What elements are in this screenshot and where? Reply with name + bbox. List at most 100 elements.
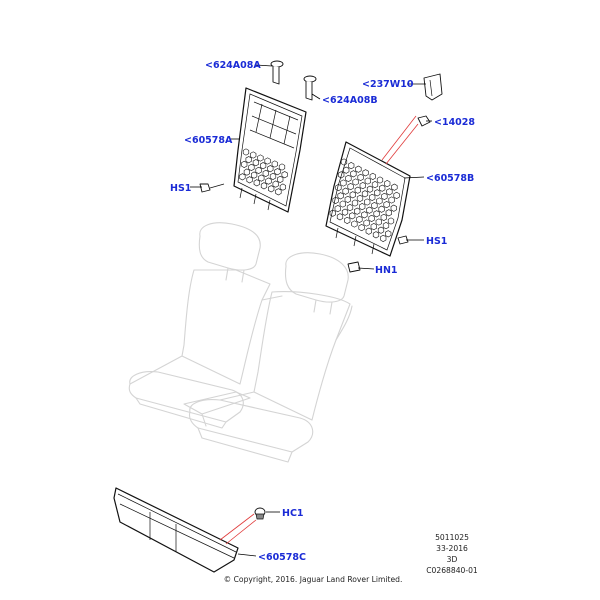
panel-hex-cell [342, 187, 349, 195]
callout-237w10[interactable]: <237W10 [362, 79, 414, 90]
callout-60578a[interactable]: <60578A [184, 135, 233, 146]
panel-hex-cell [335, 184, 342, 192]
panel-hex-cell [260, 182, 268, 190]
panel-hex-cell [346, 204, 354, 212]
seat-ghost-outline [128, 222, 353, 463]
panel-hex-cell [381, 192, 388, 200]
panel-hex-cell [348, 162, 355, 170]
clip-14028[interactable] [417, 115, 431, 127]
info-line-2: 33-2016 [436, 544, 468, 553]
panel-hex-cell [359, 203, 366, 211]
callout-60578b[interactable]: <60578B [426, 173, 474, 184]
back-panel-left[interactable] [233, 87, 307, 213]
panel-hex-cell [271, 160, 278, 168]
panel-hex-cell [390, 204, 397, 212]
callout-14028[interactable]: <14028 [434, 117, 475, 128]
panel-hex-cell [362, 169, 369, 177]
panel-hex-cell [343, 166, 350, 174]
panel-hex-cell [356, 215, 363, 223]
panel-hex-cell [332, 196, 339, 204]
panel-hex-cell [251, 171, 258, 179]
panel-hex-cell [338, 171, 345, 179]
panel-hex-cell [241, 160, 248, 168]
callout-hs1-left[interactable]: HS1 [170, 183, 191, 194]
panel-hex-cell [370, 223, 377, 231]
panel-hex-cell [258, 174, 265, 182]
panel-hex-cell [361, 190, 369, 198]
callout-624a08a[interactable]: <624A08A [205, 60, 261, 71]
panel-hex-cell [265, 177, 272, 185]
panel-hex-cell [391, 183, 398, 191]
panel-hex-cell [239, 173, 246, 181]
panel-hex-cell [364, 177, 371, 185]
bracket-237w10[interactable] [423, 73, 443, 101]
panel-hex-cell [260, 162, 267, 170]
panel-hex-cell [351, 220, 358, 228]
panel-hex-cell [277, 175, 284, 183]
panel-hex-cell [372, 231, 380, 239]
panel-hex-cell [350, 170, 357, 178]
panel-hex-cell [385, 209, 392, 217]
bolt-624a08b[interactable] [303, 75, 317, 101]
panel-hex-cell [349, 212, 356, 220]
panel-hex-cell [382, 222, 390, 230]
panel-hex-cell [375, 218, 382, 226]
panel-hex-cell [272, 180, 279, 188]
panel-hex-cell [339, 200, 346, 208]
panel-hex-cell [376, 197, 383, 205]
panel-hex-cell [357, 173, 364, 181]
panel-hex-cell [373, 210, 380, 218]
panel-hex-cell [245, 156, 252, 164]
copyright-text: © Copyright, 2016. Jaguar Land Rover Lim… [224, 575, 403, 584]
panel-hex-cell [354, 207, 361, 215]
panel-hex-cell [393, 191, 400, 199]
panel-hex-cell [340, 179, 347, 187]
panel-hex-cell [361, 211, 368, 219]
callout-60578c[interactable]: <60578C [258, 552, 306, 563]
info-line-3: 3D [447, 555, 458, 564]
bottom-panel[interactable] [113, 487, 239, 573]
callout-hn1[interactable]: HN1 [375, 265, 398, 276]
panel-hex-cell [377, 226, 385, 234]
callout-624a08b[interactable]: <624A08B [322, 95, 378, 106]
panel-hex-cell [252, 159, 259, 167]
panel-hex-cell [329, 209, 336, 217]
back-panel-right[interactable] [325, 141, 411, 257]
info-block: 5011025 33-2016 3D C0268840-01 [426, 533, 478, 575]
screw-hs1-left[interactable] [199, 183, 225, 193]
panel-hex-cell [340, 158, 348, 166]
clip-hc1[interactable] [254, 507, 266, 520]
panel-hex-cell [253, 179, 260, 187]
callout-hs1-right[interactable]: HS1 [426, 236, 447, 247]
panel-hex-cell [334, 205, 341, 213]
panel-hex-cell [344, 195, 351, 203]
panel-hex-cell [358, 224, 365, 232]
panel-hex-cell [384, 180, 391, 188]
info-line-4: C0268840-01 [426, 566, 478, 575]
panel-hex-cell [383, 201, 390, 209]
panel-hex-cell [387, 217, 395, 225]
leader-lines [190, 64, 432, 557]
callouts: <624A08A <624A08B <237W10 <14028 <60578A… [170, 60, 475, 563]
panel-hex-cell [376, 176, 384, 184]
callout-hc1[interactable]: HC1 [282, 508, 304, 519]
panel-hex-cell [268, 185, 275, 193]
panel-hex-cell [368, 214, 375, 222]
nut-hn1[interactable] [347, 261, 361, 273]
panel-hex-cell [246, 176, 253, 184]
panel-hex-cell [279, 183, 286, 191]
panel-hex-cell [374, 189, 381, 197]
panel-hex-cell [359, 182, 366, 190]
panel-hex-cell [388, 196, 395, 204]
panel-hex-cell [380, 234, 387, 242]
panel-hex-cell [352, 178, 359, 186]
panel-hex-cell [275, 188, 282, 196]
panel-hex-cell [379, 184, 386, 192]
panel-hex-cell [242, 148, 250, 156]
panel-hex-cell [380, 213, 387, 221]
panel-hex-cell [369, 172, 376, 180]
panel-hex-cell [337, 192, 344, 200]
panel-hex-cell [351, 199, 359, 207]
screw-hs1-right[interactable] [397, 235, 409, 245]
bolt-624a08a[interactable] [270, 60, 284, 85]
